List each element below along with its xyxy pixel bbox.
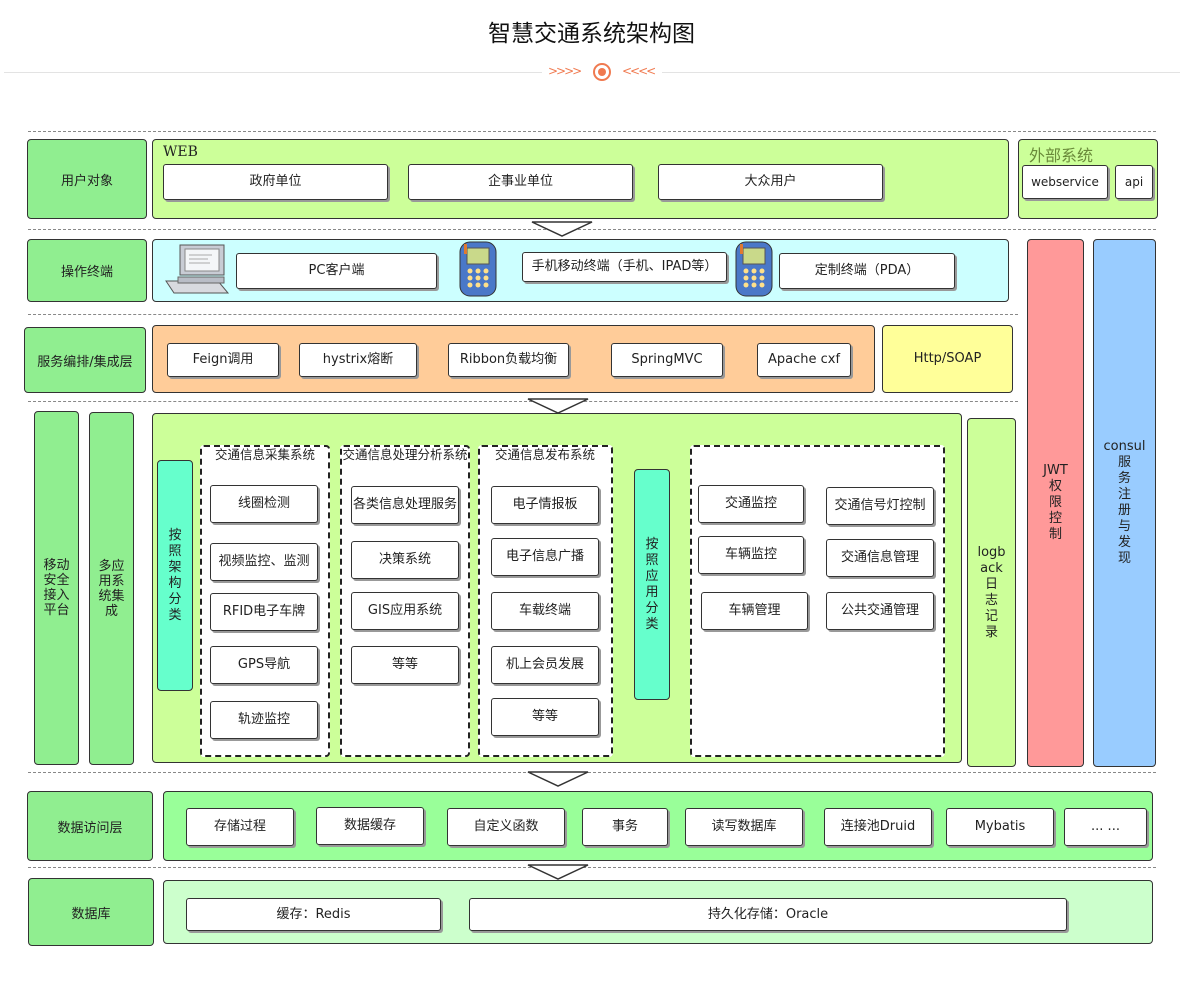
mobile-security-bar: 移动 安全 接入 平台 [34, 411, 79, 765]
app-category-bar: 按 照 应 用 分 类 [634, 469, 670, 700]
database-item-oracle: 持久化存储：Oracle [469, 898, 1067, 931]
process-item: GIS应用系统 [351, 592, 459, 630]
user-item: 大众用户 [658, 164, 883, 200]
chevrons-left-icon: <<<< [622, 64, 656, 78]
data-access-item: 自定义函数 [447, 808, 565, 846]
collect-item: 线圈检测 [210, 485, 318, 523]
user-item: 政府单位 [163, 164, 388, 200]
process-item: 等等 [351, 646, 459, 684]
collect-item: 轨迹监控 [210, 701, 318, 739]
down-arrow-icon [527, 398, 589, 414]
target-dot-icon [593, 63, 611, 81]
data-access-item: 事务 [582, 808, 668, 846]
pc-computer-icon [160, 241, 234, 299]
external-item: api [1115, 165, 1153, 199]
data-access-item: 存储过程 [186, 808, 294, 846]
publish-item: 等等 [491, 698, 599, 736]
collect-item: RFID电子车牌 [210, 593, 318, 631]
data-access-item: 读写数据库 [685, 808, 803, 846]
data-access-item: ... ... [1064, 808, 1147, 846]
app-item: 车辆监控 [698, 536, 804, 574]
separator [28, 772, 1156, 773]
user-panel-caption: WEB [163, 144, 198, 160]
app-item: 交通监控 [698, 485, 804, 523]
down-arrow-icon [527, 771, 589, 787]
data-access-item: 数据缓存 [316, 807, 424, 845]
down-arrow-icon [527, 864, 589, 880]
collect-item: GPS导航 [210, 646, 318, 684]
title-ornament: >>>> <<<< [542, 60, 662, 86]
down-arrow-icon [531, 221, 593, 237]
terminal-item: PC客户端 [236, 253, 437, 289]
data-access-item: 连接池Druid [824, 808, 932, 846]
service-item: Ribbon负载均衡 [448, 343, 569, 377]
publish-item: 机上会员发展 [491, 646, 599, 684]
terminal-item: 定制终端（PDA） [779, 253, 955, 289]
app-item: 交通信息管理 [826, 539, 934, 577]
collect-system-title: 交通信息采集系统 [214, 447, 315, 462]
process-item: 各类信息处理服务 [351, 486, 459, 524]
jwt-auth-bar: JWT 权 限 控 制 [1027, 239, 1084, 767]
process-item: 决策系统 [351, 541, 459, 579]
collect-item: 视频监控、监测 [210, 543, 318, 581]
arch-category-bar: 按 照 架 构 分 类 [157, 460, 193, 691]
database-item-redis: 缓存：Redis [186, 898, 441, 931]
app-item: 交通信号灯控制 [826, 487, 934, 525]
separator [28, 867, 1156, 868]
layer-label-service: 服务编排/集成层 [24, 327, 146, 393]
multi-app-integration-bar: 多应 用系 统集 成 [89, 412, 134, 765]
service-item: SpringMVC [611, 343, 723, 377]
page-title: 智慧交通系统架构图 [488, 21, 695, 47]
external-item: webservice [1022, 165, 1108, 199]
publish-system-title: 交通信息发布系统 [494, 447, 595, 462]
process-system-title: 交通信息处理分析系统 [342, 447, 468, 462]
layer-label-user: 用户对象 [27, 139, 147, 219]
service-item: Feign调用 [167, 343, 279, 377]
layer-label-database: 数据库 [28, 878, 154, 946]
mobile-phone-icon [458, 240, 498, 298]
app-item: 公共交通管理 [826, 592, 934, 630]
chevrons-right-icon: >>>> [548, 64, 582, 78]
app-item: 车辆管理 [701, 592, 808, 630]
layer-label-data-access: 数据访问层 [27, 791, 153, 861]
separator [28, 229, 1156, 230]
logback-logging-bar: logb ack 日 志 记 录 [967, 418, 1016, 767]
data-access-item: Mybatis [946, 808, 1054, 846]
publish-item: 车载终端 [491, 592, 599, 630]
external-caption: 外部系统 [1029, 146, 1094, 165]
separator [28, 401, 1018, 402]
separator [28, 314, 1018, 315]
publish-item: 电子信息广播 [491, 538, 599, 576]
separator [28, 131, 1156, 132]
layer-label-terminal: 操作终端 [27, 239, 147, 302]
service-item: Apache cxf [757, 343, 851, 377]
http-soap-box: Http/SOAP [882, 325, 1013, 393]
terminal-item: 手机移动终端（手机、IPAD等） [522, 252, 727, 282]
consul-discovery-bar: consul 服 务 注 册 与 发 现 [1093, 239, 1156, 767]
mobile-phone-icon [734, 240, 774, 298]
service-item: hystrix熔断 [299, 343, 417, 377]
user-item: 企事业单位 [408, 164, 633, 200]
publish-item: 电子情报板 [491, 486, 599, 524]
